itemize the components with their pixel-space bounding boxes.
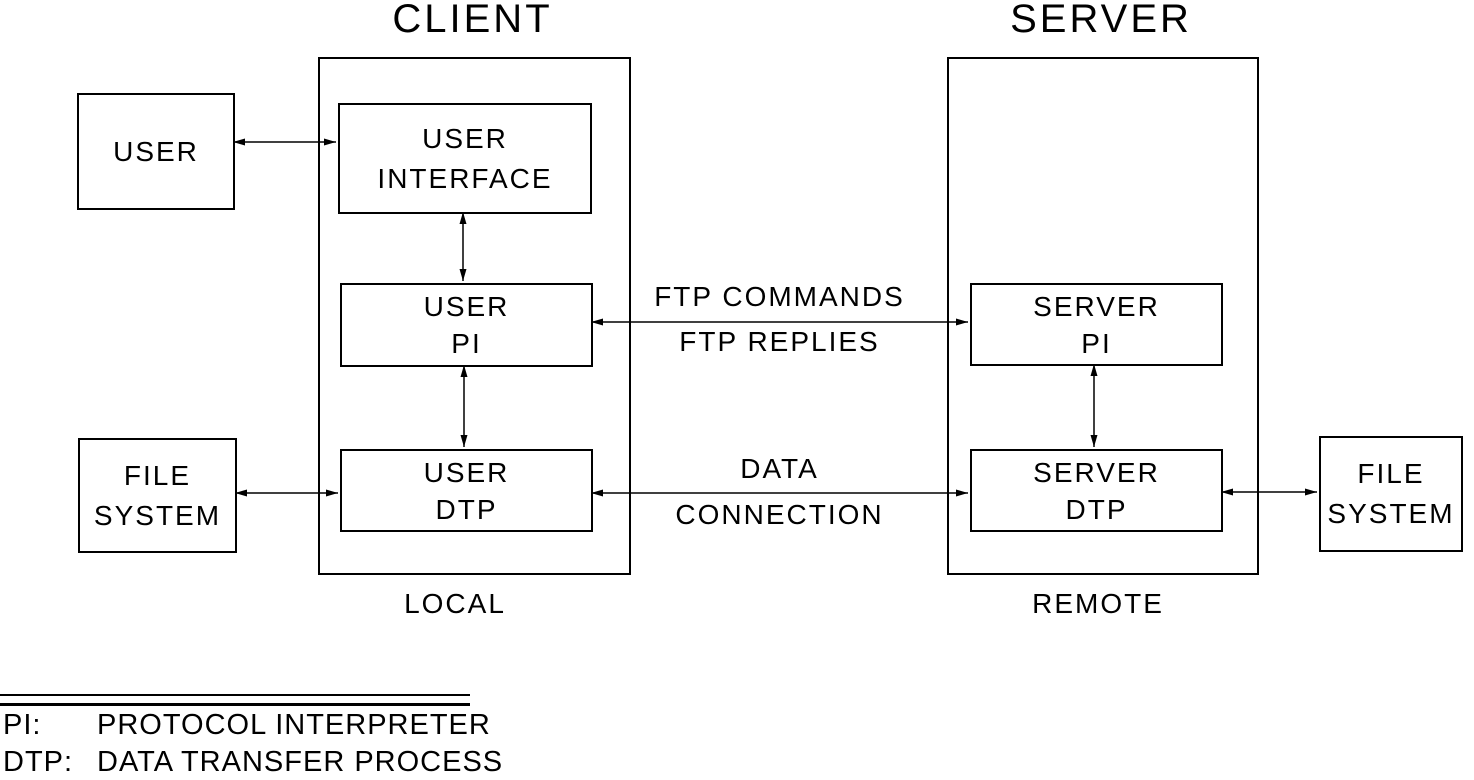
legend-row-dtp: DTP: DATA TRANSFER PROCESS bbox=[0, 746, 504, 778]
user-dtp-line2: DTP bbox=[435, 493, 498, 525]
server-pi-line1: SERVER bbox=[1033, 290, 1160, 322]
user-dtp-box: USER DTP bbox=[340, 449, 593, 532]
file-system-right-line1: FILE bbox=[1357, 458, 1425, 489]
user-box-label: USER bbox=[113, 135, 199, 167]
server-dtp-box: SERVER DTP bbox=[970, 449, 1223, 532]
client-title: CLIENT bbox=[392, 0, 553, 41]
client-outer-box bbox=[318, 57, 631, 575]
server-pi-box: SERVER PI bbox=[970, 283, 1223, 366]
user-pi-box: USER PI bbox=[340, 283, 593, 367]
server-dtp-line2: DTP bbox=[1065, 493, 1128, 525]
client-footer-label: LOCAL bbox=[404, 588, 506, 619]
legend-divider bbox=[0, 694, 470, 706]
file-system-left-line2: SYSTEM bbox=[93, 499, 222, 531]
user-interface-box: USER INTERFACE bbox=[338, 103, 592, 214]
legend-term-pi: PI: bbox=[3, 709, 42, 741]
server-title: SERVER bbox=[1010, 0, 1192, 41]
ftp-replies-label: FTP REPLIES bbox=[679, 326, 880, 357]
legend-row-pi: PI: PROTOCOL INTERPRETER bbox=[0, 709, 500, 741]
server-pi-line2: PI bbox=[1081, 327, 1112, 359]
user-dtp-line1: USER bbox=[423, 456, 510, 488]
data-label: DATA bbox=[740, 453, 819, 484]
file-system-left-box: FILE SYSTEM bbox=[78, 438, 237, 553]
server-dtp-line1: SERVER bbox=[1033, 456, 1160, 488]
connection-label: CONNECTION bbox=[675, 499, 884, 530]
file-system-right-line2: SYSTEM bbox=[1327, 498, 1455, 529]
user-box: USER bbox=[77, 93, 235, 210]
legend-definition-dtp: DATA TRANSFER PROCESS bbox=[97, 746, 504, 778]
user-interface-line1: USER bbox=[422, 122, 508, 154]
user-pi-line2: PI bbox=[451, 328, 482, 359]
legend-term-dtp: DTP: bbox=[3, 746, 74, 778]
server-outer-box bbox=[947, 57, 1259, 575]
ftp-commands-label: FTP COMMANDS bbox=[654, 281, 905, 312]
user-pi-line1: USER bbox=[423, 291, 510, 322]
file-system-left-line1: FILE bbox=[123, 459, 192, 491]
file-system-right-box: FILE SYSTEM bbox=[1319, 436, 1463, 552]
legend-definition-pi: PROTOCOL INTERPRETER bbox=[97, 709, 491, 741]
server-footer-label: REMOTE bbox=[1032, 588, 1164, 619]
user-interface-line2: INTERFACE bbox=[377, 162, 553, 194]
